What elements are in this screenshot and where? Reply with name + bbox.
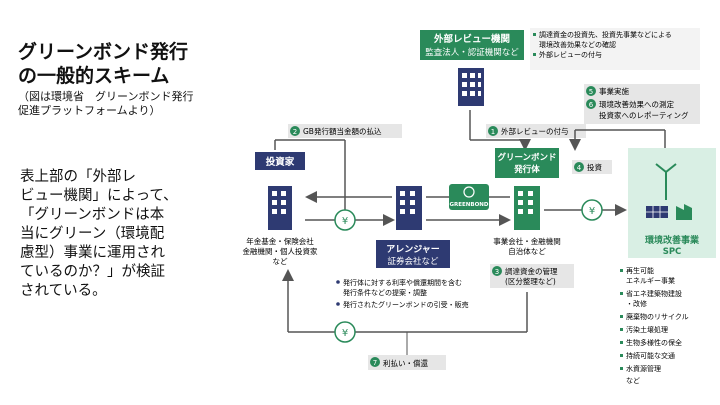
leaf-icon [463,186,475,198]
step6-label: 環境改善効果への測定 [599,99,674,109]
step56-box [584,84,700,124]
reviewer-note-2: 環境改善効果などの確認 [539,40,616,49]
spc-title: 環境改善事業 [645,234,700,246]
arranger-notes: 発行体に対する利率や償還期間を含む 発行条件などの提案・調整 発行されたグリーン… [336,278,469,309]
project-2b: ・改修 [626,299,647,308]
reviewer-note-1: 調達資金の投資先、投資先事業などによる [539,30,672,39]
step4-number: 4 [577,164,582,172]
factory-icon [676,204,692,220]
slide-caption: （図は環境省 グリーンボンド発行 促進プラットフォームより） [18,90,194,117]
step4-number-circle [574,162,584,172]
reviewer-header [420,30,524,60]
investor-desc-2: 金融機関・個人投資家 [243,246,318,256]
step3-label-2: (区分整理など) [505,276,556,286]
wind-turbine-icon [655,163,677,200]
building-icon-arranger [396,186,422,230]
step3-label: 調達資金の管理 [505,266,558,276]
step7-box [368,355,446,370]
step1-box [486,124,586,138]
project-7: 水資源管理 [626,364,661,373]
slide-body-text: 表上部の「外部レ ビュー機関」によって、 「グリーンボンドは本 当にグリーン（環… [20,169,178,299]
slide-title: グリーンボンド発行 の一般的スキーム [18,41,189,87]
step2-number-circle [290,126,300,136]
step3-number-circle [492,266,502,276]
project-list: 再生可能 エネルギー事業 省エネ建築物建設 ・改修 廃棄物のリサイクル 汚染土壌… [620,266,689,385]
arranger-title: アレンジャー [386,244,440,255]
project-6: 持続可能な交通 [626,351,675,360]
step1-label: 外部レビューの付与 [501,126,569,136]
building-icon-investor [268,186,292,230]
step5-number: 5 [589,88,593,96]
arranger-note-3: 発行されたグリーンボンドの引受・販売 [343,300,469,309]
yen-icon-3 [334,321,356,343]
project-5: 生物多様性の保全 [626,338,682,347]
arranger-header [376,240,450,268]
step1-number: 1 [491,128,495,136]
investor-title: 投資家 [266,156,295,168]
reviewer-note-3: 外部レビューの付与 [539,50,602,59]
step6-number: 6 [589,101,594,109]
yen-icon-1 [334,209,356,231]
issuer-desc-2: 自治体など [508,246,546,256]
project-3: 廃棄物のリサイクル [626,312,689,321]
step7-number: 7 [373,359,377,367]
greenbond-badge-text: GREENBOND [450,202,489,208]
investor-header [255,152,305,170]
step7-label: 利払い・償還 [383,358,428,368]
yen-symbol-2: ¥ [589,206,595,217]
investor-desc-1: 年金基金・保険会社 [246,236,314,246]
investor-desc-3: など [273,257,288,266]
step1-number-circle [488,126,498,136]
arranger-subtitle: 証券会社など [387,256,439,267]
issuer-title-2: 発行体 [513,164,540,175]
project-2: 省エネ建築物建設 [626,289,682,298]
reviewer-subtitle: 監査法人・認証機関など [425,47,519,58]
step6-label-2: 投資家へのレポーティング [599,110,689,120]
step2-box [288,124,402,138]
reviewer-title: 外部レビュー機関 [433,33,510,45]
project-1b: エネルギー事業 [626,276,675,285]
arranger-note-2: 発行条件などの提案・調整 [343,288,427,297]
yen-symbol-3: ¥ [342,328,348,339]
step5-label: 事業実施 [599,86,629,96]
yen-symbol-1: ¥ [342,216,348,227]
building-icon-issuer [514,186,540,230]
project-4: 汚染土壌処理 [626,325,668,334]
step7-number-circle [370,357,380,367]
arranger-note-1: 発行体に対する利率や償還期間を含む [343,278,462,287]
step2-label: GB発行額当金額の払込 [303,126,382,136]
project-etc: など [626,377,640,385]
issuer-header [495,148,559,178]
issuer-title: グリーンボンド [497,152,556,163]
project-1: 再生可能 [626,266,654,275]
step3-box [490,264,574,288]
step6-number-circle [586,99,596,109]
reviewer-notes: 調達資金の投資先、投資先事業などによる 環境改善効果などの確認 外部レビューの付… [530,28,700,70]
spc-subtitle: SPC [663,247,682,257]
step3-number: 3 [495,268,499,276]
solar-panel-icon [646,206,668,218]
issuer-desc-1: 事業会社・金融機関 [493,236,561,246]
yen-icon-2 [581,199,603,221]
step5-number-circle [586,86,596,96]
step2-number: 2 [293,128,297,136]
step4-label: 投資 [587,162,602,172]
building-icon-reviewer [458,68,484,106]
